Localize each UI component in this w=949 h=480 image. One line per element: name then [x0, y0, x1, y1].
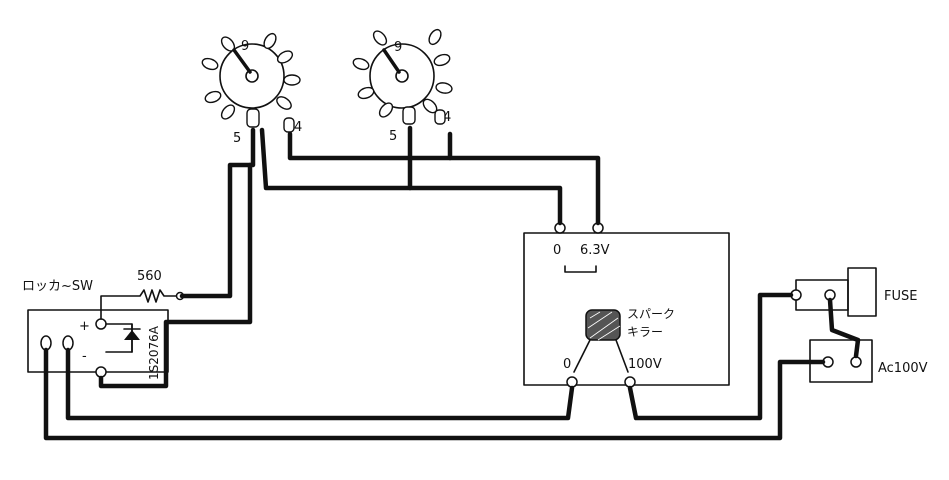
spark-killer-label-2: キラー: [627, 325, 663, 339]
fuse-label: FUSE: [884, 289, 917, 304]
secondary-bracket: [564, 265, 597, 273]
switch-minus-label: -: [82, 349, 87, 364]
wire-fuse-ac: [827, 297, 861, 359]
spark-killer: [585, 309, 621, 341]
wire-switch-ac: [43, 347, 826, 441]
wire-switch-minus: [98, 162, 253, 389]
primary-zero-label: 0: [563, 357, 571, 372]
wire-resistor-heater: [179, 127, 256, 299]
resistor-value: 560: [137, 269, 162, 284]
socket-1-pin-5: 5: [233, 131, 241, 146]
diode-part-label: 1S2076A: [147, 325, 161, 380]
socket-2-pin-4: 4: [443, 110, 451, 125]
socket-1-ring: [219, 43, 285, 109]
power-transformer: 0 6.3V スパーク キラー 0 100V: [523, 222, 730, 388]
diode-1s2076a: 1S2076A: [105, 323, 161, 380]
tube-socket-1: 9 5 4: [201, 32, 302, 146]
spark-killer-label-1: スパーク: [627, 307, 675, 321]
secondary-zero-label: 0: [553, 243, 561, 258]
resistor-560: 560: [100, 269, 185, 320]
wiring: [43, 125, 861, 441]
wire-pin4-6v3: [447, 155, 601, 226]
tube-socket-2: 9 5 4: [352, 28, 453, 144]
socket-1-pin-9: 9: [241, 39, 249, 54]
wire-pin5-link: [259, 125, 413, 191]
ac-input-label: Ac100V: [878, 361, 928, 376]
fuse-holder: FUSE: [790, 267, 917, 317]
ac-inlet: Ac100V: [809, 339, 928, 383]
wire-100v-fuse: [627, 292, 794, 421]
wire-pin5-zero: [407, 185, 563, 226]
wire-switch-primary-0: [65, 347, 575, 421]
switch-plus-label: +: [79, 319, 90, 334]
wire-pin4-link: [287, 131, 453, 161]
secondary-volt-label: 6.3V: [580, 243, 610, 258]
primary-volt-label: 100V: [628, 357, 662, 372]
socket-2-ring: [369, 43, 435, 109]
fuse-cap: [847, 267, 877, 317]
socket-2-pin-5: 5: [389, 129, 397, 144]
rocker-switch-label: ロッカ~SW: [22, 279, 93, 294]
socket-1-pin-4: 4: [294, 120, 302, 135]
socket-2-pin-9: 9: [394, 40, 402, 55]
fuse-body: [795, 279, 849, 311]
